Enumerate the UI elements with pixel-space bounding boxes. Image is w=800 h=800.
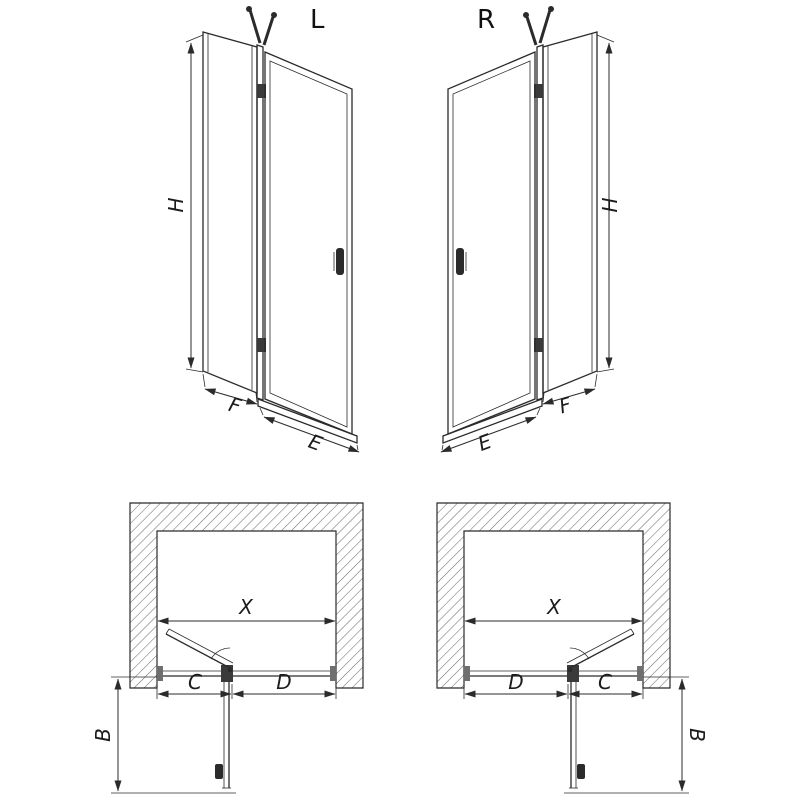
fixed-segment-label-left: D: [276, 670, 291, 694]
threshold-rail: [257, 398, 358, 444]
iso-door-geometry-mirrored: [441, 6, 614, 452]
height-label-left: H: [164, 197, 188, 212]
swing-arc: [210, 647, 231, 660]
top-bracket-left: [248, 9, 262, 44]
door-handle-plan: [215, 764, 223, 779]
wall-plan-right: [436, 502, 671, 689]
pivot-point: [227, 667, 233, 673]
fixed-segment-label-right: D: [508, 670, 523, 694]
plan-door-geometry: [111, 617, 337, 794]
door-width-dimension-line: [263, 416, 360, 453]
hinge-segment-label-right: C: [598, 670, 612, 694]
door-hinge-bottom: [257, 338, 266, 352]
depth-label-right: B: [685, 728, 709, 742]
fixed-width-dimension-line: [204, 388, 258, 405]
wall-profile-left: [157, 666, 163, 681]
variant-label-left: L: [310, 5, 325, 35]
wall-profile-right: [330, 666, 336, 681]
iso-door-geometry: [185, 6, 360, 453]
door-handle: [336, 248, 344, 275]
top-bracket-right: [262, 16, 275, 46]
door-hinge-top: [257, 84, 266, 98]
door-ajar-line: [165, 633, 231, 669]
hinge-profile: [221, 665, 233, 682]
fixed-glass-panel: [202, 31, 258, 394]
depth-label-left: B: [91, 728, 115, 742]
height-label-right: H: [598, 197, 622, 212]
hinge-post: [256, 44, 264, 401]
wall-plan-left: [129, 502, 364, 689]
opening-label-left: X: [238, 595, 254, 619]
variant-label-right: R: [477, 5, 495, 35]
door-glass-panel: [264, 51, 353, 435]
hinge-segment-label-left: C: [188, 670, 202, 694]
opening-label-right: X: [546, 595, 562, 619]
